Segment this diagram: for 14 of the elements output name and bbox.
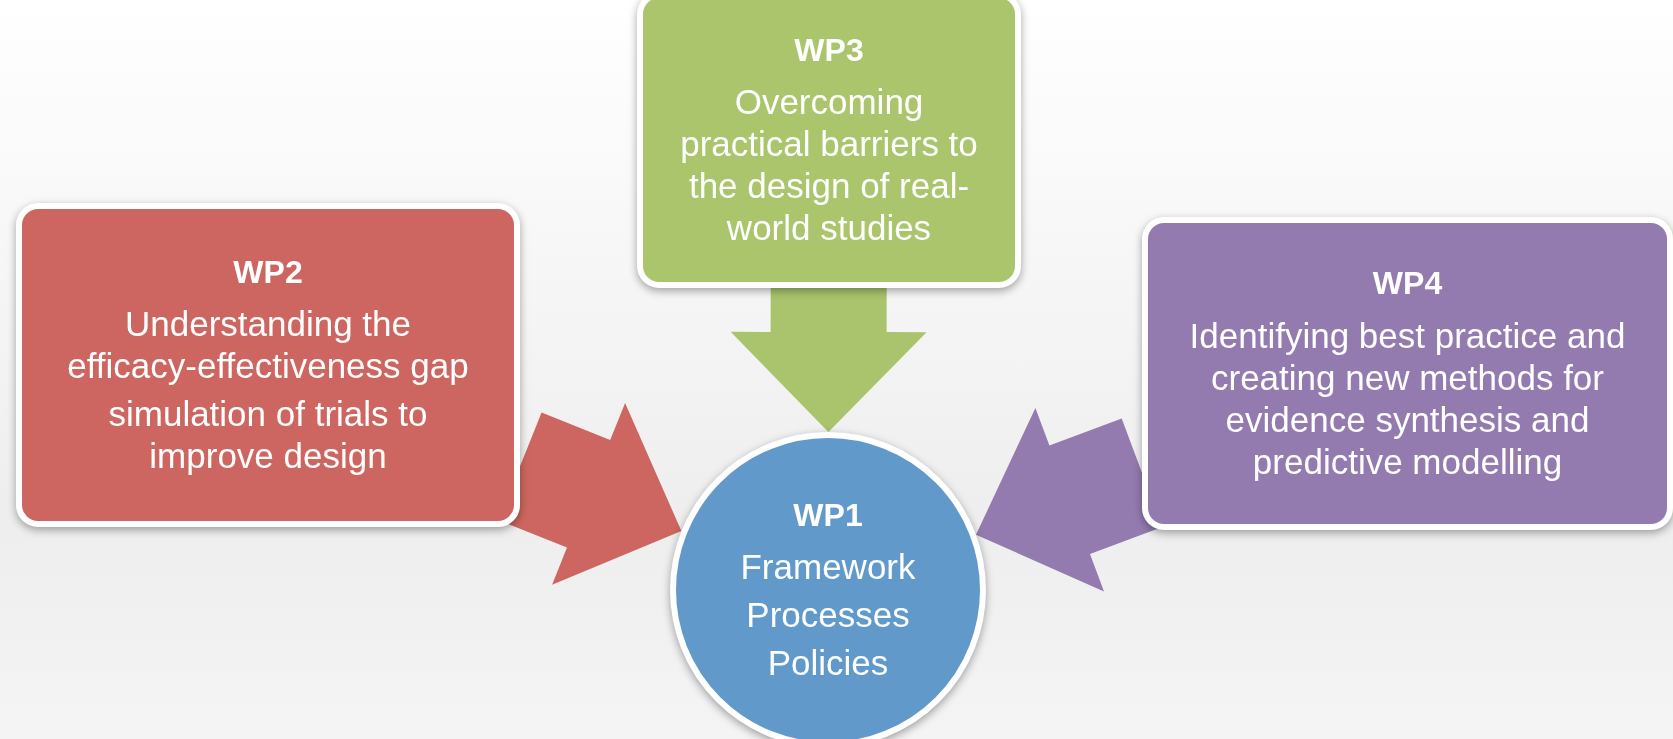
- box-heading: WP4: [1372, 264, 1443, 303]
- box-heading: WP1: [793, 495, 863, 535]
- box-text: Identifying best practice and creating new methods for evidence synthesis and predictive modelling: [1188, 314, 1627, 483]
- block-arrow: [730, 287, 927, 432]
- box-text: Processes: [746, 594, 910, 637]
- rounded-box: [16, 203, 520, 527]
- rounded-box: [637, 0, 1021, 288]
- box-heading: WP2: [233, 252, 303, 292]
- box-heading: WP3: [794, 30, 864, 70]
- box-text: Framework: [740, 546, 916, 589]
- rounded-box: [1142, 217, 1673, 530]
- box-text: Policies: [767, 642, 889, 685]
- box-text: Overcoming practical barriers to the design of real-world studies: [679, 81, 979, 250]
- box-text: simulation of trials to improve design: [107, 393, 429, 478]
